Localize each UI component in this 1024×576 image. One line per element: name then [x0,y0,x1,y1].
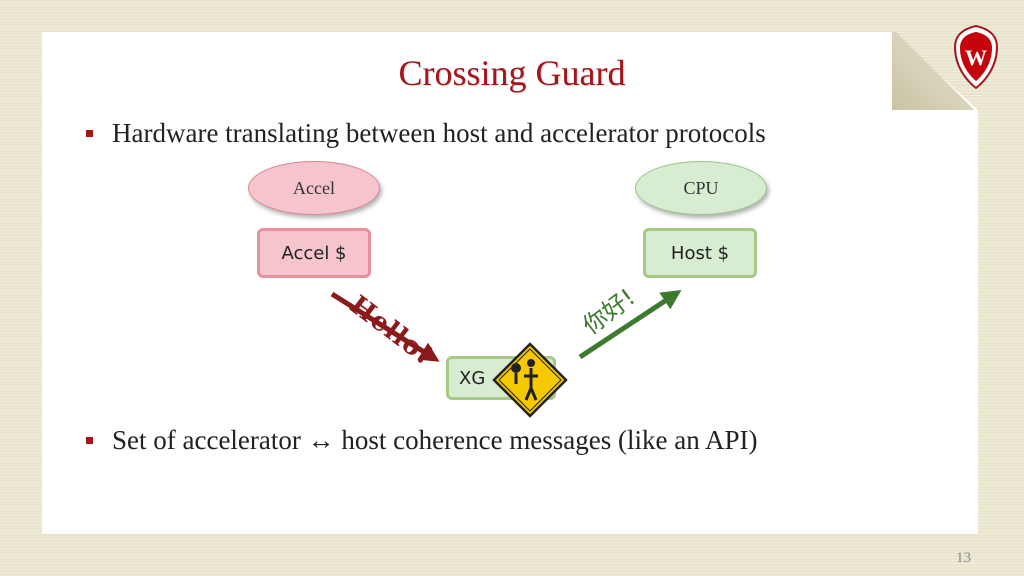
accel-ellipse: Accel [248,161,380,215]
slide-background [42,32,978,534]
bullet-item-2: Set of accelerator ↔ host coherence mess… [86,425,758,456]
page-number: 13 [956,550,971,566]
accel-cache-box: Accel $ [257,228,371,278]
bullet-text: Hardware translating between host and ac… [112,118,766,148]
cpu-ellipse: CPU [635,161,767,215]
uw-crest-logo: W [953,24,999,90]
bullet-text: Set of accelerator ↔ host coherence mess… [112,425,758,455]
bullet-marker-icon [86,437,93,444]
crest-letter: W [965,45,987,70]
slide-title: Crossing Guard [398,53,626,93]
bullet-item-1: Hardware translating between host and ac… [86,118,766,149]
green-arrow [578,290,682,360]
bullet-marker-icon [86,130,93,137]
red-arrow [330,291,440,362]
host-cache-box: Host $ [643,228,757,278]
